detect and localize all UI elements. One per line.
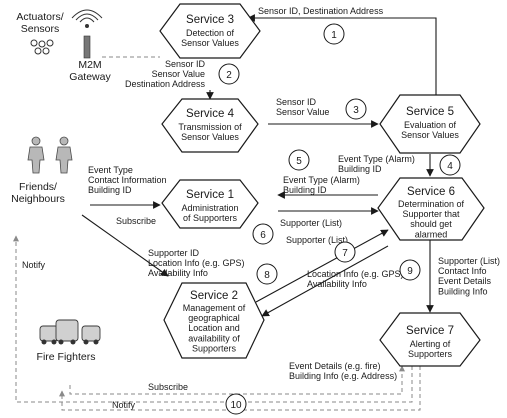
person-icon bbox=[27, 136, 73, 174]
service-4-title: Service 4 bbox=[186, 108, 235, 120]
antenna-icon bbox=[71, 9, 103, 59]
svg-text:5: 5 bbox=[296, 156, 302, 167]
service-5-title: Service 5 bbox=[406, 106, 454, 118]
svg-text:9: 9 bbox=[407, 266, 413, 277]
step-6-badge: 6 bbox=[252, 223, 274, 245]
flow-6-label: Supporter (List) bbox=[280, 218, 342, 228]
flow-5-label: Event Type (Alarm)Building ID bbox=[283, 175, 360, 195]
subscribe-label: Subscribe bbox=[116, 216, 156, 226]
service-3-title: Service 3 bbox=[186, 14, 234, 26]
sensors-label: Actuators/Sensors bbox=[16, 11, 63, 35]
step-5-badge: 5 bbox=[288, 149, 310, 171]
flow-4-label: Event Type (Alarm)Building ID bbox=[338, 154, 415, 174]
notify-firefighters-label: Notify bbox=[112, 400, 136, 410]
service-7-title: Service 7 bbox=[406, 325, 454, 337]
step-3-badge: 3 bbox=[345, 98, 367, 120]
notify-firefighters-link bbox=[59, 366, 421, 411]
notify-neighbours-link bbox=[13, 235, 413, 403]
flow-1-label: Sensor ID, Destination Address bbox=[258, 6, 384, 16]
step-9-badge: 9 bbox=[399, 259, 421, 281]
service-6-title: Service 6 bbox=[407, 186, 455, 198]
flow-labels: Sensor ID, Destination Address Sensor ID… bbox=[22, 6, 500, 410]
svg-text:2: 2 bbox=[226, 70, 232, 81]
step-numbers: 1 2 3 4 5 6 7 8 9 10 bbox=[218, 23, 461, 415]
svg-text:10: 10 bbox=[230, 400, 242, 411]
svg-text:1: 1 bbox=[331, 30, 337, 41]
step-10-badge: 10 bbox=[225, 393, 247, 415]
step-4-badge: 4 bbox=[439, 154, 461, 176]
firefighters-label: Fire Fighters bbox=[37, 351, 96, 363]
step-8-badge: 8 bbox=[256, 263, 278, 285]
flow-7-label: Location Info (e.g. GPS)Availability Inf… bbox=[307, 269, 404, 289]
svg-text:8: 8 bbox=[264, 270, 270, 281]
neighbours-label: Friends/Neighbours bbox=[11, 181, 65, 205]
svg-text:7: 7 bbox=[342, 248, 348, 259]
flow-7-arrow bbox=[261, 245, 389, 317]
flow-6b-label: Supporter (List) bbox=[286, 235, 348, 245]
fire-truck-icon bbox=[39, 319, 101, 345]
service-2-title: Service 2 bbox=[190, 290, 238, 302]
svg-text:4: 4 bbox=[447, 161, 453, 172]
service-1-title: Service 1 bbox=[186, 189, 234, 201]
sensor-cluster-icon bbox=[30, 39, 54, 55]
flow-8-arrow bbox=[255, 229, 389, 303]
svg-text:6: 6 bbox=[260, 230, 266, 241]
step-1-badge: 1 bbox=[323, 23, 345, 45]
step-2-badge: 2 bbox=[218, 63, 240, 85]
flow-neighbours-s2-arrow bbox=[81, 214, 169, 277]
svg-text:3: 3 bbox=[353, 105, 359, 116]
notify-label: Notify bbox=[22, 260, 46, 270]
subscribe-firefighters-label: Subscribe bbox=[148, 382, 188, 392]
flow-10-label: Event Details (e.g. fire)Building Info (… bbox=[289, 361, 397, 381]
flow-1-arrow bbox=[247, 14, 437, 95]
step-7-badge: 7 bbox=[334, 241, 356, 263]
